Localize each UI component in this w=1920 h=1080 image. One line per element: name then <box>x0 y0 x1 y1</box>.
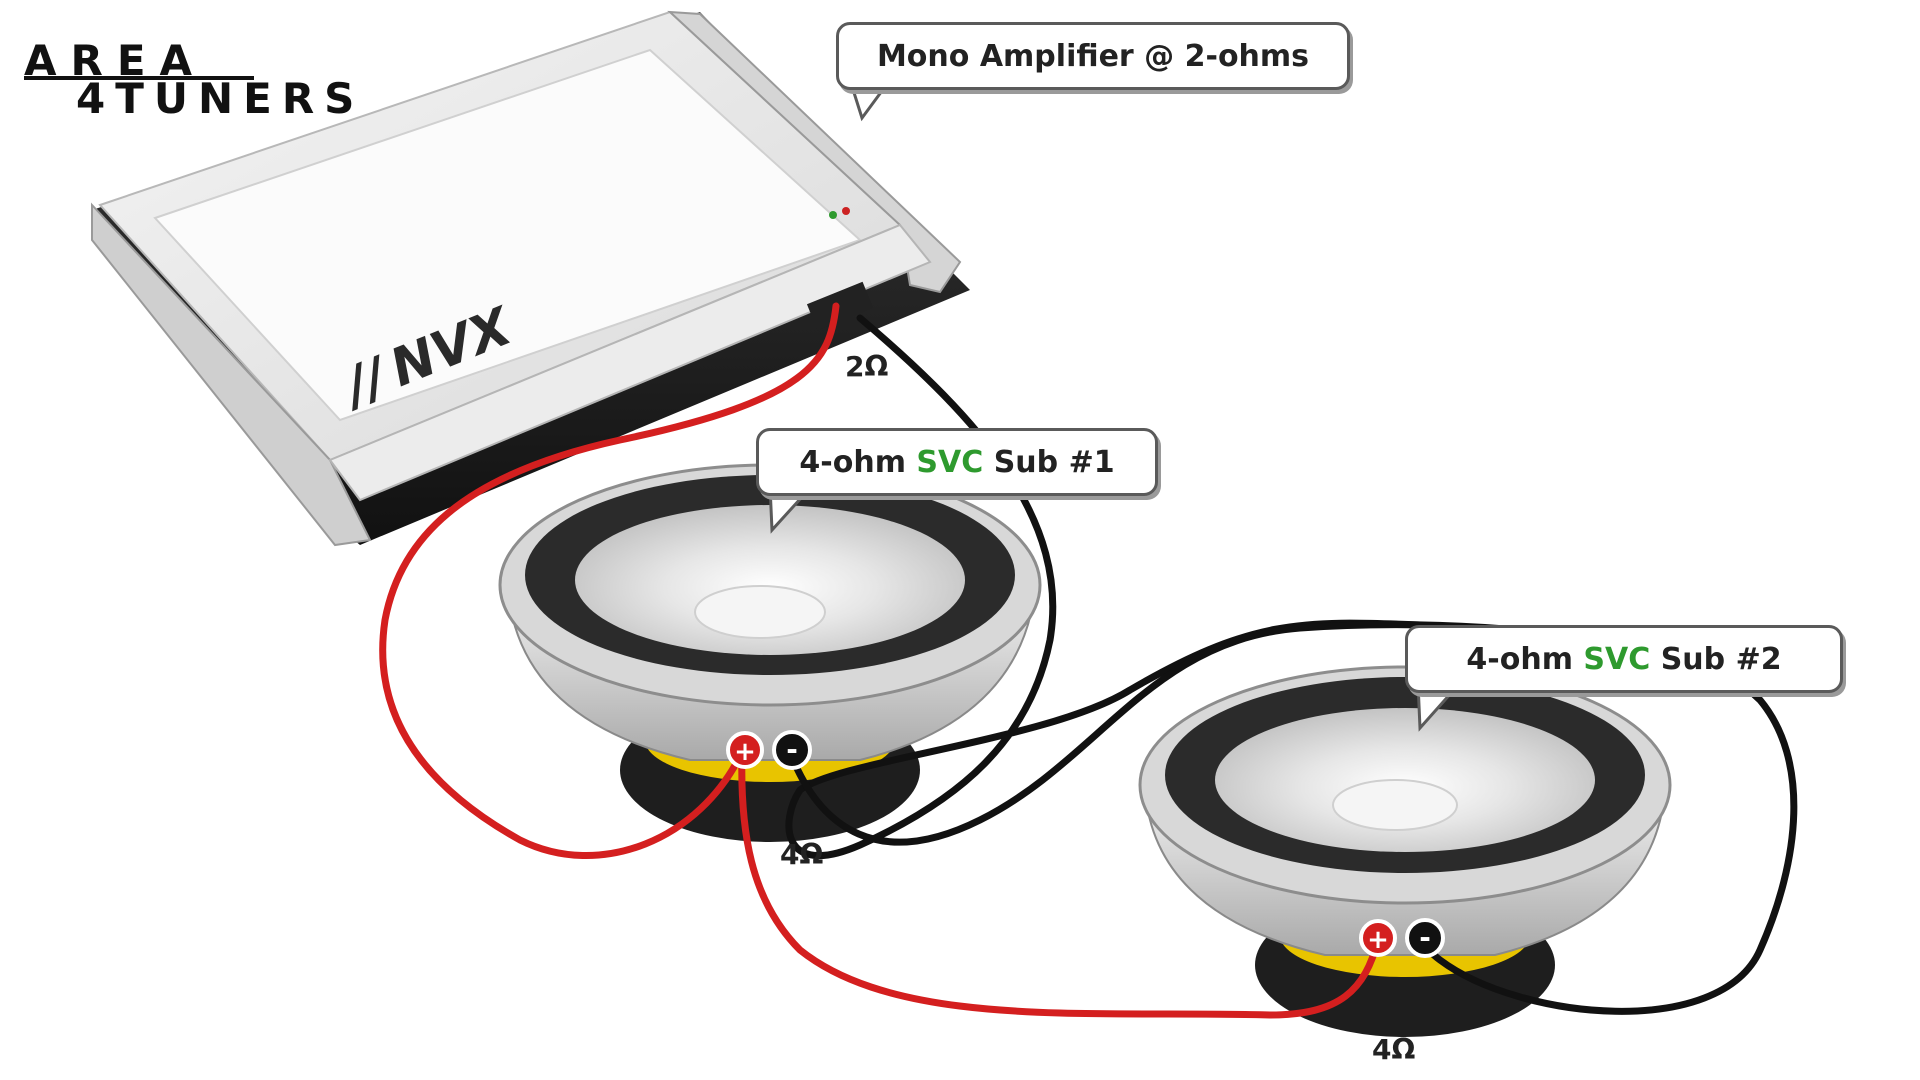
amp-callout-text: Mono Amplifier @ 2-ohms <box>876 38 1310 74</box>
sub2-dust-cap <box>1332 779 1458 831</box>
sub2-negative-label: - <box>1419 921 1431 954</box>
sub2-positive-label: + <box>1367 925 1389 955</box>
amp-top-inset <box>153 48 862 422</box>
sub2-callout-suffix: Sub #2 <box>1650 641 1782 677</box>
sub1-positive-label: + <box>734 737 756 767</box>
sub1-positive-terminal: + <box>726 731 764 769</box>
sub2-callout-svc: SVC <box>1583 641 1651 677</box>
sub1-impedance-label: 4Ω <box>780 838 824 871</box>
sub1-dust-cap <box>694 585 826 639</box>
wire-positive-sub1-to-sub2 <box>738 748 1382 1019</box>
power-led-green <box>829 211 837 219</box>
logo-line-1: AREA <box>24 36 207 85</box>
sub1-negative-label: - <box>786 733 798 766</box>
amplifier <box>91 10 970 547</box>
speaker-terminal-block <box>806 281 874 331</box>
sub1-callout: 4-ohm SVC Sub #1 <box>756 428 1158 496</box>
subwoofer-1 <box>498 463 1042 842</box>
sub1-cone <box>575 505 965 655</box>
logo-line-2: 4TUNERS <box>76 74 365 123</box>
sub2-callout: 4-ohm SVC Sub #2 <box>1405 625 1843 693</box>
logo-rule <box>24 76 254 80</box>
subwoofer-2 <box>1138 665 1672 1037</box>
sub1-callout-suffix: Sub #1 <box>983 444 1115 480</box>
amp-callout: Mono Amplifier @ 2-ohms <box>836 22 1350 90</box>
brand-logo: AREA 4TUNERS <box>24 40 414 122</box>
amp-side-rail-left <box>91 202 372 547</box>
sub1-callout-prefix: 4-ohm <box>799 444 917 480</box>
sub1-negative-terminal: - <box>772 730 812 770</box>
wire-positive-amp-to-sub1 <box>379 302 840 859</box>
wire-negative-amp-to-sub2 <box>785 314 1424 860</box>
sub2-positive-terminal: + <box>1359 919 1397 957</box>
sub2-callout-prefix: 4-ohm <box>1466 641 1584 677</box>
amp-front-face <box>328 223 932 502</box>
sub2-negative-terminal: - <box>1405 918 1445 958</box>
power-led-red <box>842 207 850 215</box>
amp-impedance-label: 2Ω <box>845 350 889 383</box>
sub1-callout-svc: SVC <box>916 444 984 480</box>
sub2-impedance-label: 4Ω <box>1372 1033 1416 1066</box>
